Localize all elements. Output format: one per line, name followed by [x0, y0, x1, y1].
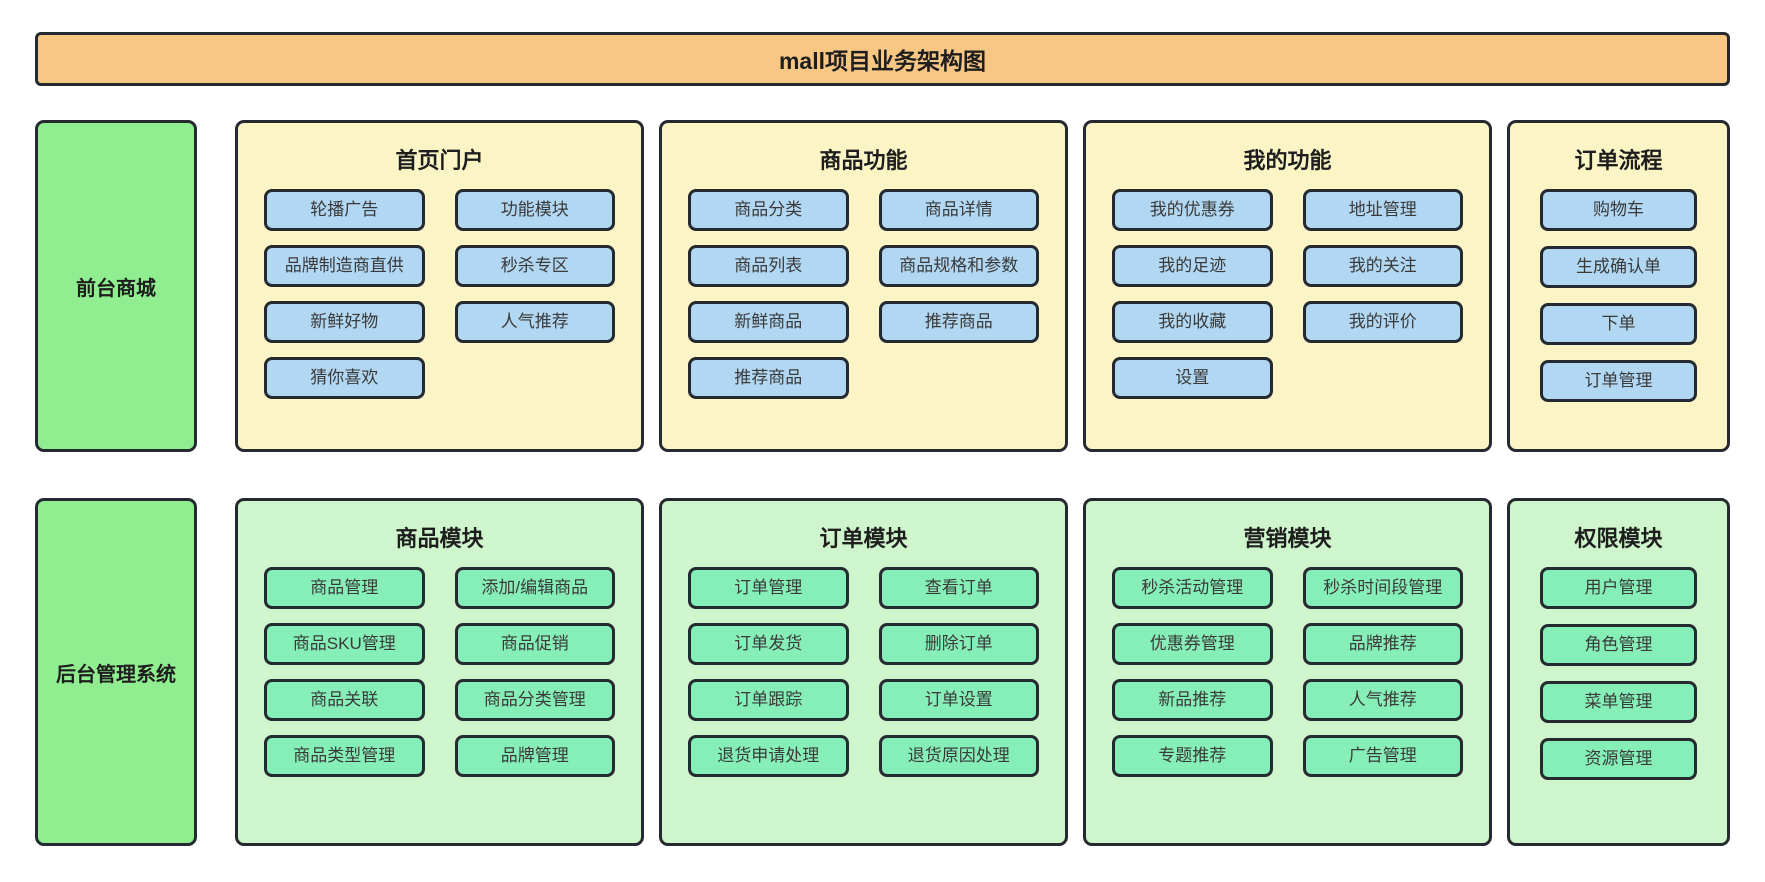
- diagram-node: 订单管理: [688, 567, 849, 609]
- panel: 商品模块商品管理添加/编辑商品商品SKU管理商品促销商品关联商品分类管理商品类型…: [235, 498, 644, 846]
- diagram-node: 角色管理: [1540, 624, 1697, 666]
- diagram-node: 购物车: [1540, 189, 1697, 231]
- diagram-node: 秒杀专区: [454, 245, 615, 287]
- node-grid: 轮播广告功能模块品牌制造商直供秒杀专区新鲜好物人气推荐猜你喜欢: [264, 189, 615, 399]
- panel-title: 订单模块: [819, 526, 908, 551]
- diagram-node: 添加/编辑商品: [454, 567, 615, 609]
- diagram-node: 商品SKU管理: [264, 623, 425, 665]
- diagram-node: 商品促销: [454, 623, 615, 665]
- diagram-node: 优惠券管理: [1112, 623, 1273, 665]
- diagram-node: 菜单管理: [1540, 681, 1697, 723]
- diagram-node: 人气推荐: [1302, 679, 1463, 721]
- panel-title: 首页门户: [395, 148, 484, 173]
- diagram-node: 商品分类管理: [454, 679, 615, 721]
- panel: 首页门户轮播广告功能模块品牌制造商直供秒杀专区新鲜好物人气推荐猜你喜欢: [235, 120, 644, 452]
- diagram-node: 下单: [1540, 303, 1697, 345]
- diagram-node: 商品详情: [878, 189, 1039, 231]
- diagram-node: 广告管理: [1302, 735, 1463, 777]
- diagram-node: 我的收藏: [1112, 301, 1273, 343]
- diagram-node: 秒杀时间段管理: [1302, 567, 1463, 609]
- diagram-node: 品牌推荐: [1302, 623, 1463, 665]
- diagram-node: 品牌制造商直供: [264, 245, 425, 287]
- diagram-node: 地址管理: [1302, 189, 1463, 231]
- panel: 权限模块用户管理角色管理菜单管理资源管理: [1507, 498, 1730, 846]
- diagram-rows: 前台商城首页门户轮播广告功能模块品牌制造商直供秒杀专区新鲜好物人气推荐猜你喜欢商…: [35, 120, 1730, 846]
- panel-title: 订单流程: [1574, 148, 1663, 173]
- diagram-node: 商品类型管理: [264, 735, 425, 777]
- diagram-node: 订单设置: [878, 679, 1039, 721]
- diagram-node: 品牌管理: [454, 735, 615, 777]
- panel-title: 商品模块: [395, 526, 484, 551]
- node-grid: 用户管理角色管理菜单管理资源管理: [1540, 567, 1697, 780]
- diagram-node: 商品管理: [264, 567, 425, 609]
- diagram-node: 功能模块: [454, 189, 615, 231]
- diagram-node: 推荐商品: [878, 301, 1039, 343]
- swimlane-row: 后台管理系统商品模块商品管理添加/编辑商品商品SKU管理商品促销商品关联商品分类…: [35, 498, 1730, 846]
- diagram-node: 我的足迹: [1112, 245, 1273, 287]
- diagram-node: 订单发货: [688, 623, 849, 665]
- panel-title: 权限模块: [1574, 526, 1663, 551]
- swimlane-row: 前台商城首页门户轮播广告功能模块品牌制造商直供秒杀专区新鲜好物人气推荐猜你喜欢商…: [35, 120, 1730, 452]
- diagram-node: 秒杀活动管理: [1112, 567, 1273, 609]
- node-grid: 购物车生成确认单下单订单管理: [1540, 189, 1697, 402]
- diagram-title: mall项目业务架构图: [35, 32, 1730, 86]
- diagram-node: 用户管理: [1540, 567, 1697, 609]
- diagram-node: 新品推荐: [1112, 679, 1273, 721]
- diagram-node: 商品关联: [264, 679, 425, 721]
- diagram-node: 退货申请处理: [688, 735, 849, 777]
- diagram-node: 订单管理: [1540, 360, 1697, 402]
- panel: 订单模块订单管理查看订单订单发货删除订单订单跟踪订单设置退货申请处理退货原因处理: [659, 498, 1068, 846]
- panel-title: 我的功能: [1243, 148, 1332, 173]
- diagram-node: 人气推荐: [454, 301, 615, 343]
- diagram-node: 查看订单: [878, 567, 1039, 609]
- node-grid: 我的优惠券地址管理我的足迹我的关注我的收藏我的评价设置: [1112, 189, 1463, 399]
- diagram-node: 轮播广告: [264, 189, 425, 231]
- node-grid: 秒杀活动管理秒杀时间段管理优惠券管理品牌推荐新品推荐人气推荐专题推荐广告管理: [1112, 567, 1463, 777]
- diagram-node: 新鲜商品: [688, 301, 849, 343]
- diagram-node: 商品分类: [688, 189, 849, 231]
- diagram-node: 生成确认单: [1540, 246, 1697, 288]
- diagram-node: 商品规格和参数: [878, 245, 1039, 287]
- diagram-node: 订单跟踪: [688, 679, 849, 721]
- panel: 商品功能商品分类商品详情商品列表商品规格和参数新鲜商品推荐商品推荐商品: [659, 120, 1068, 452]
- diagram-node: 删除订单: [878, 623, 1039, 665]
- diagram-node: 商品列表: [688, 245, 849, 287]
- swimlane-label-box: 后台管理系统: [35, 498, 197, 846]
- diagram-node: 专题推荐: [1112, 735, 1273, 777]
- node-grid: 订单管理查看订单订单发货删除订单订单跟踪订单设置退货申请处理退货原因处理: [688, 567, 1039, 777]
- panel-title: 商品功能: [819, 148, 908, 173]
- diagram-node: 猜你喜欢: [264, 357, 425, 399]
- swimlane-label-box: 前台商城: [35, 120, 197, 452]
- panel: 我的功能我的优惠券地址管理我的足迹我的关注我的收藏我的评价设置: [1083, 120, 1492, 452]
- diagram-node: 设置: [1112, 357, 1273, 399]
- diagram-node: 新鲜好物: [264, 301, 425, 343]
- diagram-node: 退货原因处理: [878, 735, 1039, 777]
- panel: 订单流程购物车生成确认单下单订单管理: [1507, 120, 1730, 452]
- diagram-node: 资源管理: [1540, 738, 1697, 780]
- diagram-node: 推荐商品: [688, 357, 849, 399]
- node-grid: 商品分类商品详情商品列表商品规格和参数新鲜商品推荐商品推荐商品: [688, 189, 1039, 399]
- diagram-node: 我的优惠券: [1112, 189, 1273, 231]
- node-grid: 商品管理添加/编辑商品商品SKU管理商品促销商品关联商品分类管理商品类型管理品牌…: [264, 567, 615, 777]
- panel: 营销模块秒杀活动管理秒杀时间段管理优惠券管理品牌推荐新品推荐人气推荐专题推荐广告…: [1083, 498, 1492, 846]
- panel-title: 营销模块: [1243, 526, 1332, 551]
- diagram-node: 我的评价: [1302, 301, 1463, 343]
- diagram-node: 我的关注: [1302, 245, 1463, 287]
